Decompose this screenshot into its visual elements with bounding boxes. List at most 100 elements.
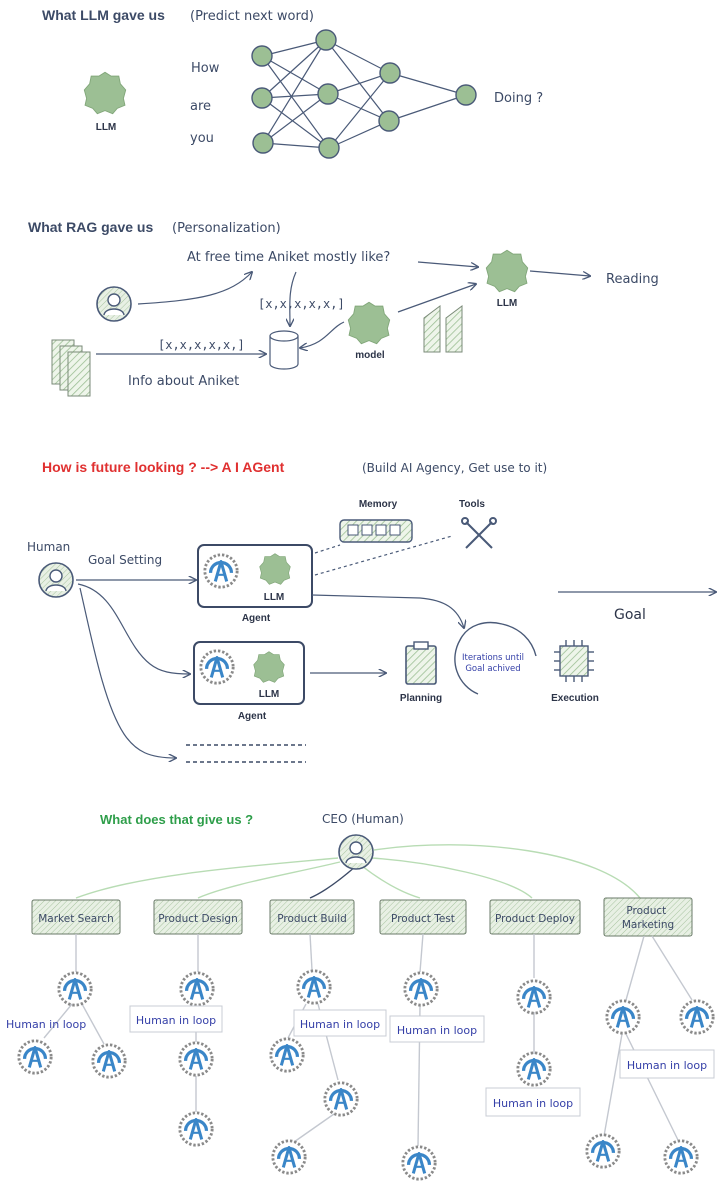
agent-icon [296,969,332,1005]
agent-icon [17,1039,53,1075]
info-about-aniket: Info about Aniket [128,374,239,389]
hil-deploy: Human in loop [493,1097,573,1110]
input-word-3: you [190,131,214,146]
hil-market: Human in loop [6,1018,86,1031]
goal-label: Goal [614,607,646,623]
ceo-label: CEO (Human) [322,812,404,826]
agent-icon [516,1051,552,1087]
agent-to-loop-arrow [311,594,464,628]
agent-icon [271,1139,307,1175]
sub-agents [17,969,715,1181]
memory-label: Memory [359,499,398,510]
agent-icon [401,1145,437,1181]
agent-2-llm-label: LLM [259,689,280,700]
human-to-more-arrow [79,587,176,758]
dept-product-build: Product Build [277,913,347,925]
agent-box-1: LLM [197,544,313,608]
dept-product-marketing: Product Marketing [622,905,674,931]
agent-icon [179,971,215,1007]
question-to-llm-arrow [417,261,478,267]
rag-llm-label: LLM [497,298,518,309]
hil-test: Human in loop [397,1024,477,1037]
knowledge-docs-icon [423,305,463,353]
model-to-llm-arrow [397,284,476,313]
rag-section-title: What RAG gave us [28,219,153,235]
nn-nodes [251,29,477,159]
goal-setting-label: Goal Setting [88,553,162,567]
tools-label: Tools [459,499,485,510]
documents-icon [51,339,91,397]
rag-llm-blob-icon [485,249,529,293]
agent-to-memory-dash [314,544,341,554]
model-label: model [355,350,385,361]
planning-icon [405,645,437,685]
hil-build: Human in loop [300,1018,380,1031]
memory-group: Memory [339,499,413,543]
neural-network [261,39,467,149]
hil-design: Human in loop [136,1014,216,1027]
agent-icon [585,1133,621,1169]
iteration-loop-arc [454,621,537,695]
vector-top: [x,x,x,x,x,] [258,297,345,311]
agent-box-2: LLM [193,641,305,705]
human-icon [38,562,74,598]
agent-icon [178,1111,214,1147]
vector-left: [x,x,x,x,x,] [158,338,245,352]
human-label: Human [27,540,70,554]
tools-group: Tools [459,499,497,549]
rag-section: What RAG gave us (Personalization) At fr… [28,219,659,397]
planning-label: Planning [400,693,442,704]
dept-product-design: Product Design [158,913,237,925]
agent-section-title: How is future looking ? --> A I AGent [42,459,285,475]
agent-1-llm-icon [259,553,291,585]
llm-section-title: What LLM gave us [42,7,165,23]
org-links [43,933,693,1147]
agent-icon [403,971,439,1007]
llm-section-subtitle: (Predict next word) [190,9,314,24]
agent-icon [323,1081,359,1117]
agent-icon [605,999,641,1035]
ceo-links [75,844,641,899]
dept-product-deploy: Product Deploy [495,913,575,925]
model-blob-icon [347,301,391,345]
input-word-2: are [190,99,211,114]
model-to-db-arrow [300,321,345,348]
llm-blob-icon [83,71,127,115]
input-word-1: How [191,61,220,76]
agent-icon [679,999,715,1035]
human-in-loop-labels: Human in loop Human in loop Human in loo… [6,1005,715,1117]
iterations-line-2: Goal achived [465,664,520,674]
execution-icon [554,640,594,682]
tools-icon [461,517,497,549]
output-word: Doing ? [494,91,543,106]
llm-label: LLM [96,122,117,133]
ceo-icon [338,834,374,870]
hil-marketing: Human in loop [627,1059,707,1072]
execution-group: Execution [551,640,599,704]
dept-product-test: Product Test [391,913,455,925]
agent-icon [178,1041,214,1077]
llm-to-answer-arrow [529,270,590,276]
user-to-question-arrow [137,272,252,305]
rag-answer: Reading [606,272,659,287]
user-avatar-icon [96,286,132,322]
human-to-agent2-arrow [77,583,190,674]
agent-icon [663,1139,699,1175]
dept-market-search: Market Search [38,913,114,925]
execution-label: Execution [551,693,599,704]
planning-group: Planning [400,641,442,704]
agent-2-llm-icon [253,651,285,683]
agent-section: How is future looking ? --> A I AGent (B… [27,459,716,763]
vector-to-db-arrow [290,271,297,326]
agent-icon [91,1043,127,1079]
agent-icon [57,971,93,1007]
department-boxes [31,897,693,937]
agent-1-llm-label: LLM [264,592,285,603]
org-section: What does that give us ? CEO (Human) Mar… [6,812,715,1181]
agent-1-label: Agent [242,613,271,624]
vector-db-icon [269,330,299,370]
iterations-line-1: Iterations until [462,653,524,663]
llm-section: What LLM gave us (Predict next word) LLM… [42,7,543,159]
agent-icon [269,1037,305,1073]
